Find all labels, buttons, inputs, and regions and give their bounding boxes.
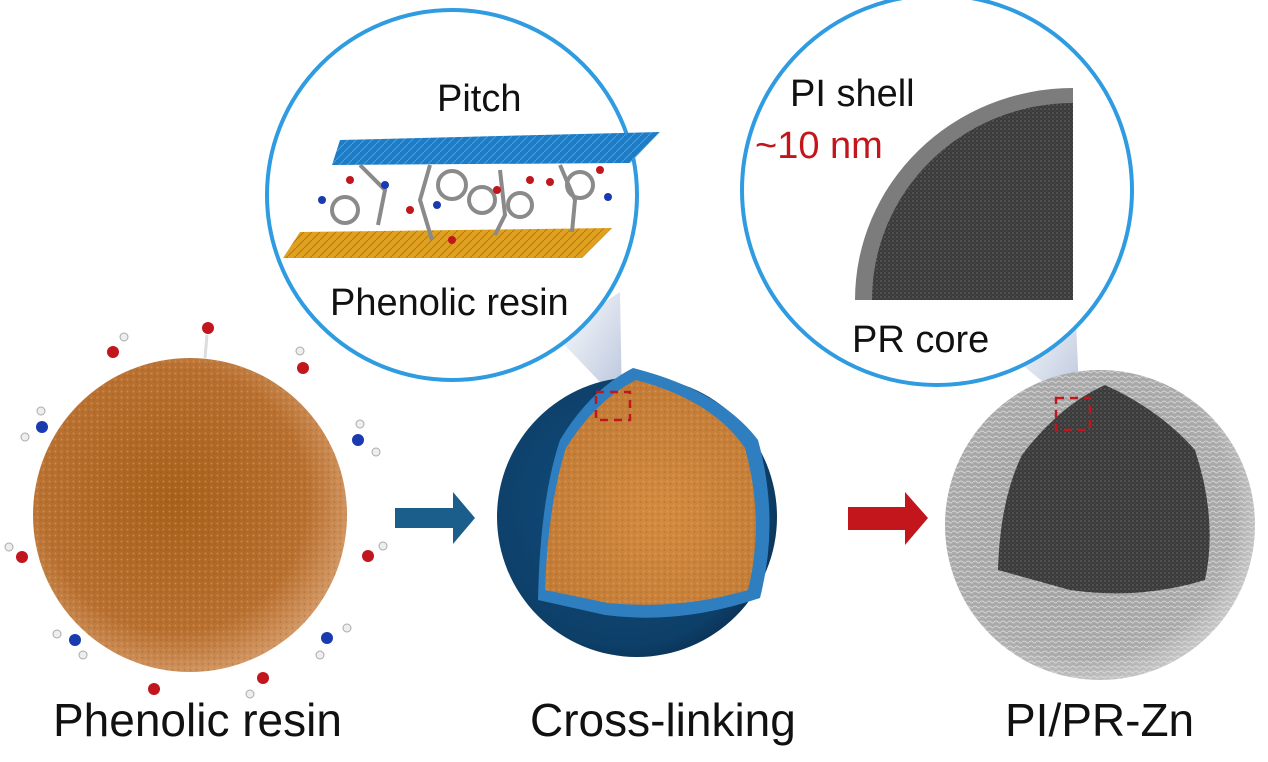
molecule-linkers-icon — [330, 163, 595, 241]
arrow-right-red-icon — [848, 492, 928, 545]
callout-cone-left — [555, 292, 622, 405]
inset-pitch-phenolic — [265, 8, 660, 382]
cross-linking-sphere — [497, 368, 777, 657]
pitch-sheet — [332, 132, 660, 165]
inset-label-pr-core: PR core — [852, 319, 990, 361]
dark-core-cutaway — [998, 385, 1210, 594]
inset-label-phenolic-resin: Phenolic resin — [330, 282, 569, 324]
inset-label-pi-shell: PI shell — [790, 73, 915, 115]
arrow-right-blue-icon — [395, 492, 475, 544]
pr-core-region — [872, 103, 1073, 300]
stage-label-pi-pr-zn: PI/PR-Zn — [1005, 694, 1195, 746]
pi-pr-zn-sphere — [945, 370, 1255, 680]
atoms-icon — [318, 166, 612, 244]
phenolic-resin-sphere — [4, 322, 388, 699]
shell-thickness-label: ~10 nm — [755, 125, 883, 167]
hydroxyl-group-icon — [4, 322, 388, 699]
phenolic-sheet — [283, 228, 612, 258]
stage-label-phenolic-resin: Phenolic resin — [53, 694, 342, 746]
stage-label-cross-linking: Cross-linking — [530, 694, 796, 746]
zoom-region-marker — [594, 390, 632, 422]
amine-group-icon — [20, 406, 381, 660]
inset-label-pitch: Pitch — [437, 78, 522, 120]
inset-shell-core — [740, 0, 1134, 387]
zoom-region-marker — [1054, 396, 1092, 432]
